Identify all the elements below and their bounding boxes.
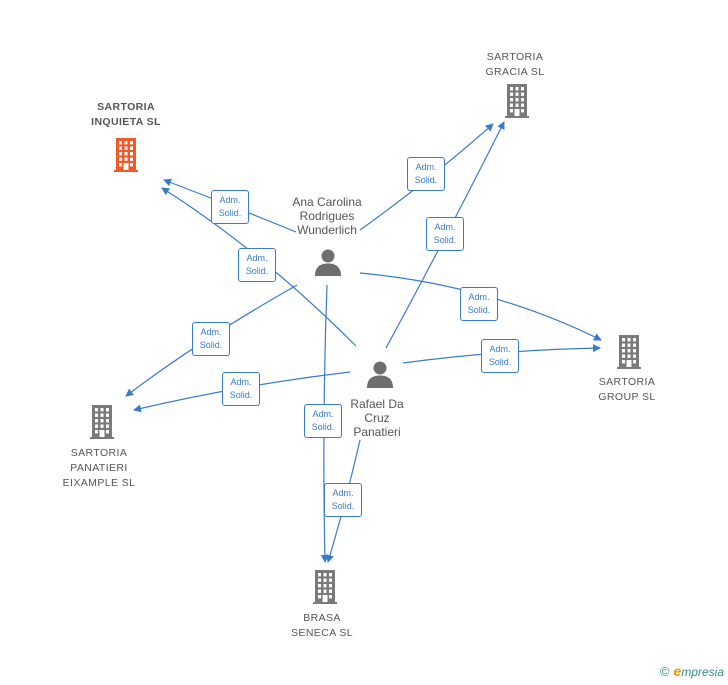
- focus-company-building-icon[interactable]: [112, 138, 140, 177]
- company-name-label[interactable]: SARTORIA GRACIA SL: [485, 51, 545, 78]
- person-icon[interactable]: [366, 360, 394, 393]
- company-name-label[interactable]: SARTORIA INQUIETA SL: [91, 101, 161, 128]
- brand-logo-text: mpresia: [681, 665, 724, 679]
- footer-brand: © empresia: [660, 663, 724, 679]
- company-name-label[interactable]: SARTORIA GROUP SL: [598, 376, 656, 403]
- relation-role-badge: Adm. Solid.: [481, 339, 519, 373]
- relation-role-badge: Adm. Solid.: [460, 287, 498, 321]
- brand-logo-initial: e: [673, 663, 682, 679]
- relation-role-badge: Adm. Solid.: [211, 190, 249, 224]
- person-icon[interactable]: [314, 248, 342, 281]
- relation-role-badge: Adm. Solid.: [304, 404, 342, 438]
- relation-role-badge: Adm. Solid.: [426, 217, 464, 251]
- relation-role-badge: Adm. Solid.: [407, 157, 445, 191]
- company-name-label[interactable]: SARTORIA PANATIERI EIXAMPLE SL: [62, 447, 136, 489]
- relation-role-badge: Adm. Solid.: [324, 483, 362, 517]
- person-name-label[interactable]: Ana Carolina Rodrigues Wunderlich: [292, 195, 362, 237]
- person-name-label[interactable]: Rafael Da Cruz Panatieri: [350, 397, 404, 439]
- company-building-icon[interactable]: [88, 405, 116, 444]
- copyright-icon: ©: [659, 663, 670, 679]
- company-building-icon[interactable]: [503, 84, 531, 123]
- relation-role-badge: Adm. Solid.: [192, 322, 230, 356]
- relation-role-badge: Adm. Solid.: [238, 248, 276, 282]
- company-building-icon[interactable]: [615, 335, 643, 374]
- relation-role-badge: Adm. Solid.: [222, 372, 260, 406]
- company-name-label[interactable]: BRASA SENECA SL: [291, 612, 353, 639]
- company-building-icon[interactable]: [311, 570, 339, 609]
